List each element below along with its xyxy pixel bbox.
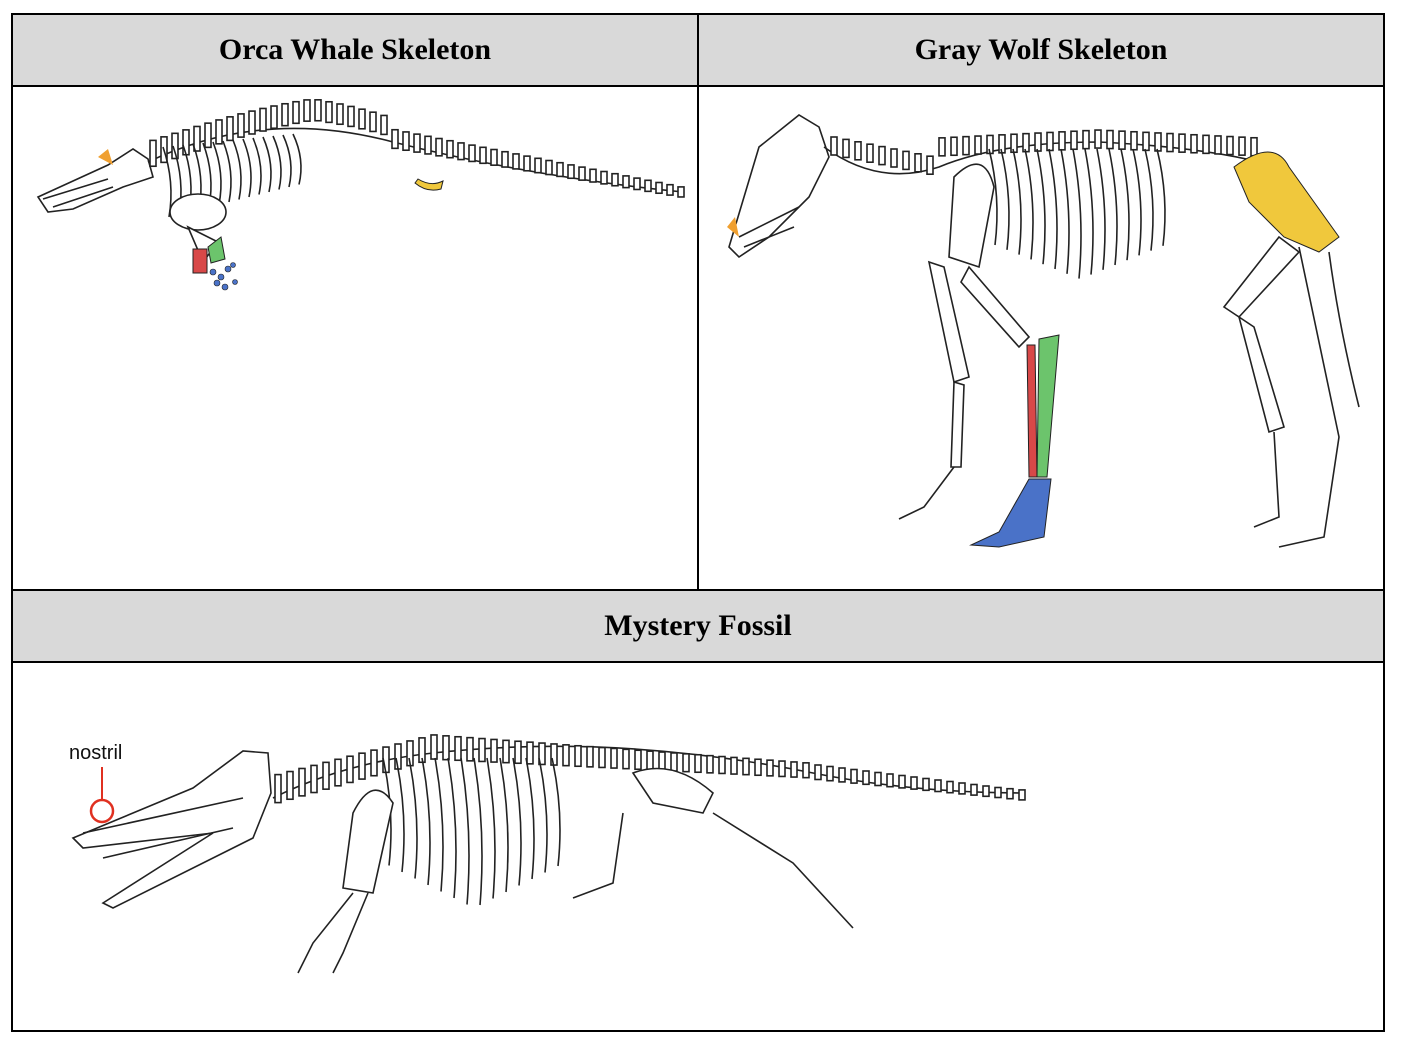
wolf-header: Gray Wolf Skeleton: [697, 13, 1385, 87]
orca-skeleton-image: [36, 99, 685, 291]
nostril-circle: [89, 798, 115, 824]
orca-header: Orca Whale Skeleton: [11, 13, 699, 87]
orca-skeleton-cell: [11, 85, 699, 591]
fossil-header: Mystery Fossil: [11, 589, 1385, 663]
wolf-title: Gray Wolf Skeleton: [914, 33, 1168, 66]
wolf-skeleton-image: [727, 114, 1360, 548]
comparison-table: Orca Whale Skeleton Gray Wolf Skeleton: [11, 13, 1385, 1032]
fossil-skeleton-cell: nostril: [11, 661, 1385, 1032]
fossil-skeleton-image: nostril: [69, 734, 1026, 974]
wolf-skeleton-cell: [697, 85, 1385, 591]
nostril-label: nostril: [69, 742, 122, 764]
fossil-title: Mystery Fossil: [604, 609, 792, 642]
orca-title: Orca Whale Skeleton: [218, 33, 492, 66]
